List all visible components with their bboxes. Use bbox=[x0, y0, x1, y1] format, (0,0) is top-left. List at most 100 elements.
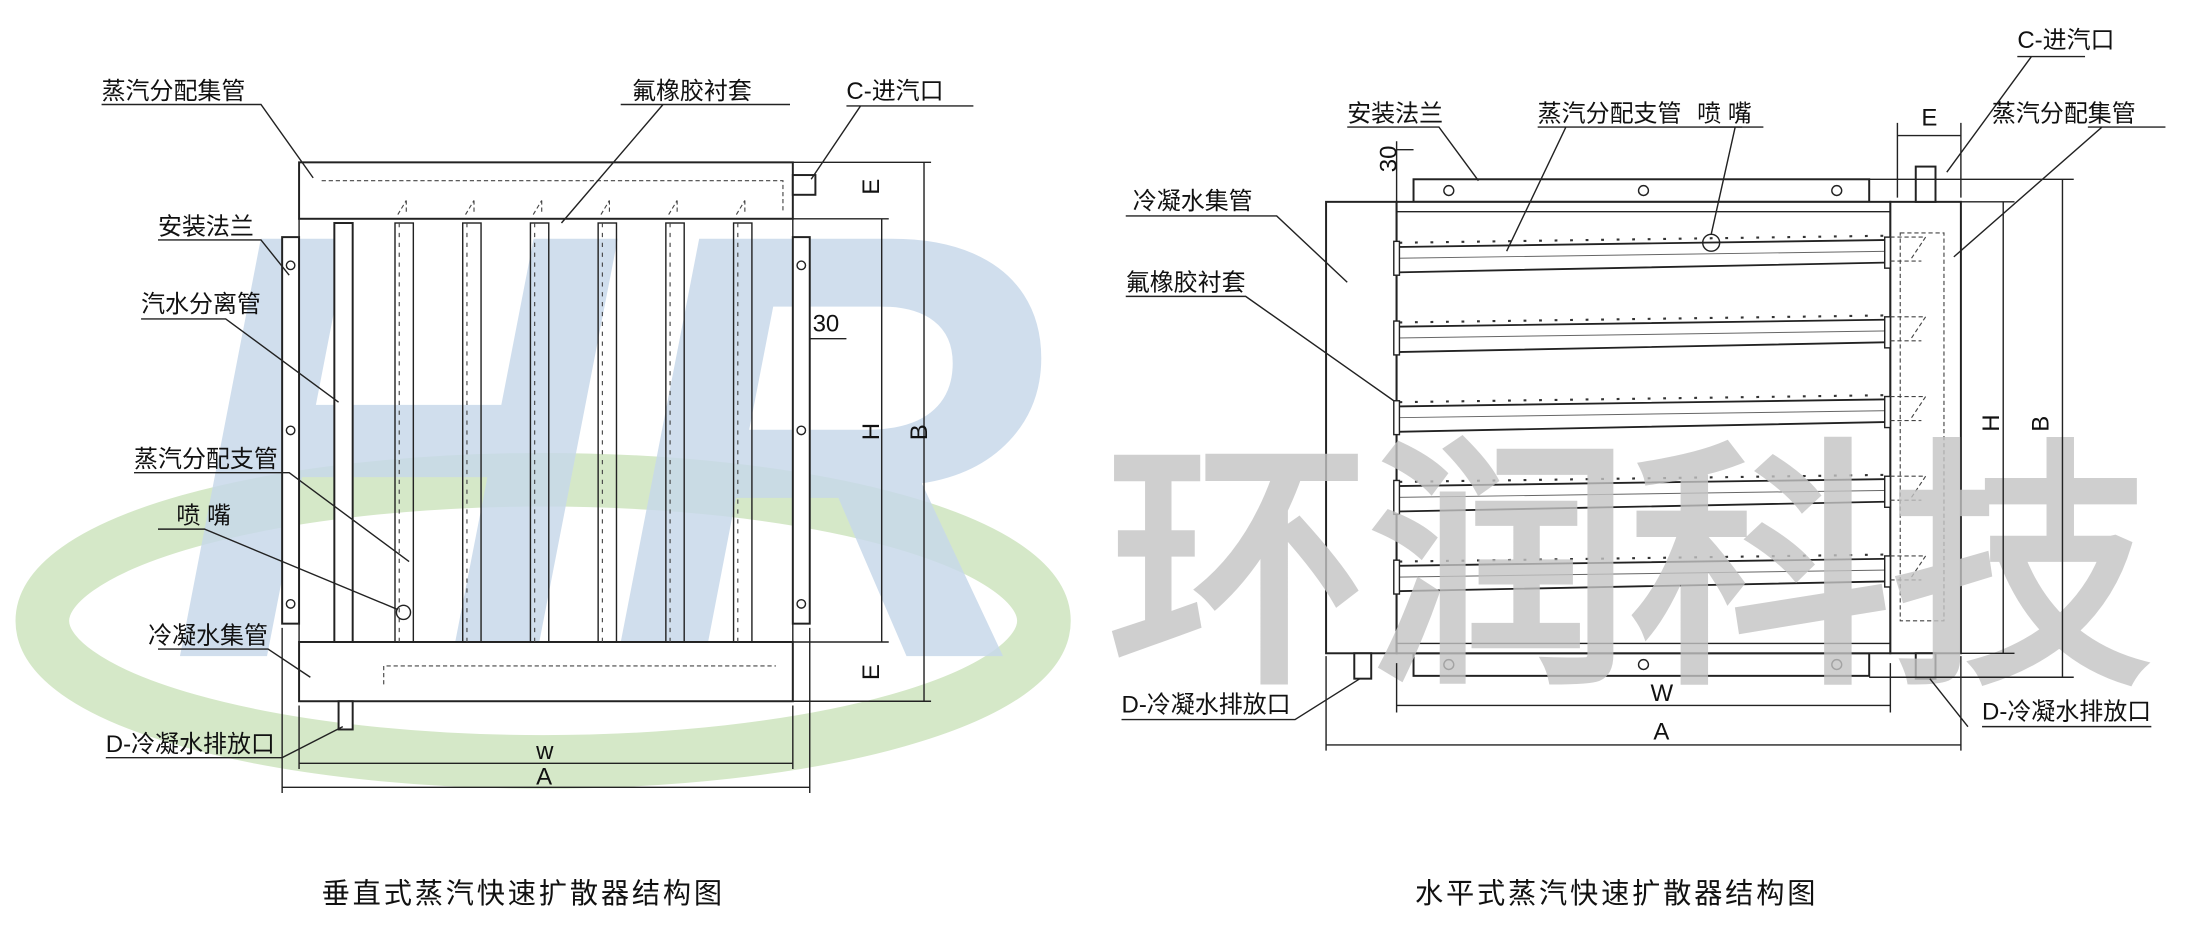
tube-sleeve bbox=[1393, 479, 1401, 516]
header-inner-dashed bbox=[1899, 232, 1945, 622]
label-rubber-sleeve: 氟橡胶衬套 bbox=[1126, 270, 1246, 297]
dim-E: E bbox=[1921, 105, 1937, 132]
bolt-hole bbox=[1443, 658, 1455, 671]
tube-inlet-dashed bbox=[465, 197, 475, 215]
branch-tube bbox=[394, 222, 415, 643]
tube-inlet-dashed bbox=[668, 197, 678, 215]
horizontal-diagram-caption: 水平式蒸汽快速扩散器结构图 bbox=[1415, 877, 1818, 910]
condensate-drain-pipe-right bbox=[1914, 652, 1937, 680]
horizontal-diffuser-diagram: 环润科技 E 30 H B W A 安装法兰 蒸汽分配支管 喷 嘴 bbox=[1107, 27, 2166, 910]
tube-centerline bbox=[1396, 330, 1891, 339]
label-nozzle: 喷 嘴 bbox=[1697, 100, 1752, 127]
label-condensate-header: 冷凝水集管 bbox=[1133, 188, 1253, 215]
bolt-hole bbox=[796, 425, 807, 436]
branch-tube bbox=[1396, 239, 1891, 274]
branch-tube bbox=[597, 222, 618, 643]
label-steam-header: 蒸汽分配集管 bbox=[102, 78, 246, 105]
dim-H: H bbox=[858, 423, 885, 440]
label-condensate-drain: D-冷凝水排放口 bbox=[106, 731, 275, 758]
dim-A: A bbox=[1653, 718, 1669, 745]
label-branch-tube: 蒸汽分配支管 bbox=[1538, 100, 1682, 127]
branch-tubes bbox=[1393, 234, 1927, 595]
branch-tube bbox=[732, 222, 753, 643]
branch-tube bbox=[665, 222, 685, 643]
dim-E-top: E bbox=[858, 179, 885, 195]
label-condensate-header: 冷凝水集管 bbox=[148, 622, 268, 649]
dimension-lines bbox=[1325, 122, 2074, 751]
label-branch-tube: 蒸汽分配支管 bbox=[134, 446, 278, 473]
dim-W: W bbox=[1651, 680, 1674, 707]
bolt-hole bbox=[1637, 184, 1650, 197]
label-steam-inlet: C-进汽口 bbox=[846, 78, 943, 105]
label-condensate-drain-right: D-冷凝水排放口 bbox=[1982, 699, 2151, 726]
dim-w: w bbox=[535, 738, 554, 765]
bolt-hole bbox=[285, 260, 296, 271]
bolt-hole bbox=[1831, 184, 1843, 197]
tube-inlet-dashed bbox=[1890, 316, 1927, 342]
bolt-hole bbox=[796, 260, 807, 271]
tube-end-flange bbox=[1884, 236, 1892, 269]
dim-B: B bbox=[906, 424, 933, 440]
tube-inlet-dashed bbox=[1890, 555, 1927, 581]
nozzle-marker bbox=[395, 604, 412, 621]
condensate-inner-dashed bbox=[383, 665, 776, 685]
vertical-diagram-caption: 垂直式蒸汽快速扩散器结构图 bbox=[322, 877, 725, 910]
dim-30: 30 bbox=[813, 311, 840, 338]
tube-inlet-dashed bbox=[735, 197, 746, 215]
tube-inlet-dashed bbox=[397, 197, 407, 215]
steam-distribution-header bbox=[298, 161, 794, 220]
dimension-lines bbox=[281, 161, 932, 793]
vertical-diffuser-diagram: HR bbox=[15, 78, 1071, 910]
steam-inlet-pipe bbox=[791, 174, 817, 196]
bolt-hole bbox=[285, 598, 296, 609]
dim-H: H bbox=[1978, 414, 2005, 431]
steam-inlet-pipe bbox=[1914, 165, 1937, 203]
dim-A: A bbox=[536, 763, 552, 790]
tube-end-flange bbox=[1884, 395, 1892, 429]
label-separator-tube: 汽水分离管 bbox=[141, 291, 261, 318]
bolt-hole bbox=[1443, 184, 1455, 197]
branch-tube bbox=[462, 222, 482, 643]
tube-end-flange bbox=[1884, 555, 1892, 588]
header-inner-dashed bbox=[321, 180, 784, 212]
condensate-header bbox=[1325, 200, 1398, 655]
label-mounting-flange: 安装法兰 bbox=[158, 213, 254, 240]
label-steam-header: 蒸汽分配集管 bbox=[1992, 100, 2136, 127]
green-ring-watermark bbox=[15, 452, 1071, 789]
tube-centerline bbox=[1396, 410, 1891, 419]
dim-B: B bbox=[2027, 416, 2054, 432]
branch-tube bbox=[1396, 398, 1891, 433]
dim-30: 30 bbox=[1376, 146, 1403, 173]
label-steam-inlet: C-进汽口 bbox=[2017, 27, 2114, 54]
dim-E-bottom: E bbox=[858, 664, 885, 680]
condensate-drain-pipe bbox=[337, 700, 354, 731]
tube-end-flange bbox=[1884, 316, 1892, 349]
bolt-hole bbox=[285, 425, 296, 436]
branch-tube bbox=[1396, 557, 1891, 593]
company-watermark: 环润科技 bbox=[1107, 415, 2151, 722]
branch-tube bbox=[529, 222, 550, 643]
flange-bolts bbox=[1443, 184, 1843, 671]
tube-inlet-dashed bbox=[600, 197, 610, 215]
tube-sleeve bbox=[1393, 400, 1401, 436]
leader-lines bbox=[1121, 55, 2166, 728]
tube-sleeve bbox=[1393, 320, 1401, 356]
flange-bolts bbox=[285, 260, 807, 609]
tube-centerline bbox=[1396, 250, 1891, 259]
bolt-hole bbox=[1831, 658, 1843, 671]
bolt-hole bbox=[1637, 658, 1650, 671]
steam-water-separator-tube bbox=[333, 222, 354, 643]
label-condensate-drain-left: D-冷凝水排放口 bbox=[1122, 692, 1291, 719]
label-nozzle: 喷 嘴 bbox=[176, 502, 231, 529]
tube-end-flange bbox=[1884, 475, 1892, 508]
tube-centerline bbox=[1396, 489, 1891, 498]
label-rubber-sleeve: 氟橡胶衬套 bbox=[632, 78, 752, 105]
branch-tubes bbox=[394, 197, 753, 643]
frame-inner-lines bbox=[1396, 211, 1891, 645]
condensate-header bbox=[298, 641, 794, 703]
branch-tube bbox=[1396, 478, 1891, 513]
tube-centerline bbox=[1396, 569, 1891, 578]
tube-inlet-dashed bbox=[1890, 236, 1927, 262]
label-mounting-flange: 安装法兰 bbox=[1347, 100, 1443, 127]
